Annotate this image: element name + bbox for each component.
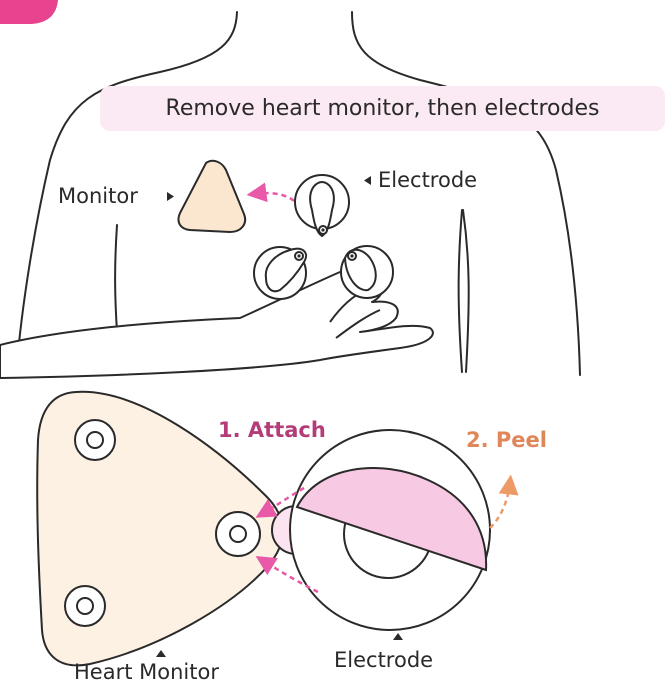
step-peel: 2. Peel: [466, 428, 547, 452]
heart-monitor-pointer-icon: [156, 650, 166, 657]
instruction-text: Remove heart monitor, then electrodes: [166, 96, 600, 121]
electrode-label: Electrode: [378, 168, 477, 192]
electrode-left: [254, 247, 306, 299]
monitor-pointer-icon: [167, 192, 174, 201]
electrode-large: [272, 430, 490, 630]
electrode-pointer-icon: [364, 176, 371, 185]
monitor-small: [178, 161, 245, 232]
electrode-bottom-label: Electrode: [334, 648, 433, 672]
monitor-label: Monitor: [58, 184, 138, 208]
electrode-bottom-pointer-icon: [393, 633, 403, 640]
peel-arrow: [490, 482, 510, 528]
electrode-right: [341, 246, 393, 298]
electrode-top: [295, 175, 349, 236]
corner-badge: [0, 0, 58, 24]
step-attach: 1. Attach: [218, 418, 326, 442]
heart-monitor-label: Heart Monitor: [74, 660, 219, 684]
instruction-banner: Remove heart monitor, then electrodes: [100, 86, 665, 131]
